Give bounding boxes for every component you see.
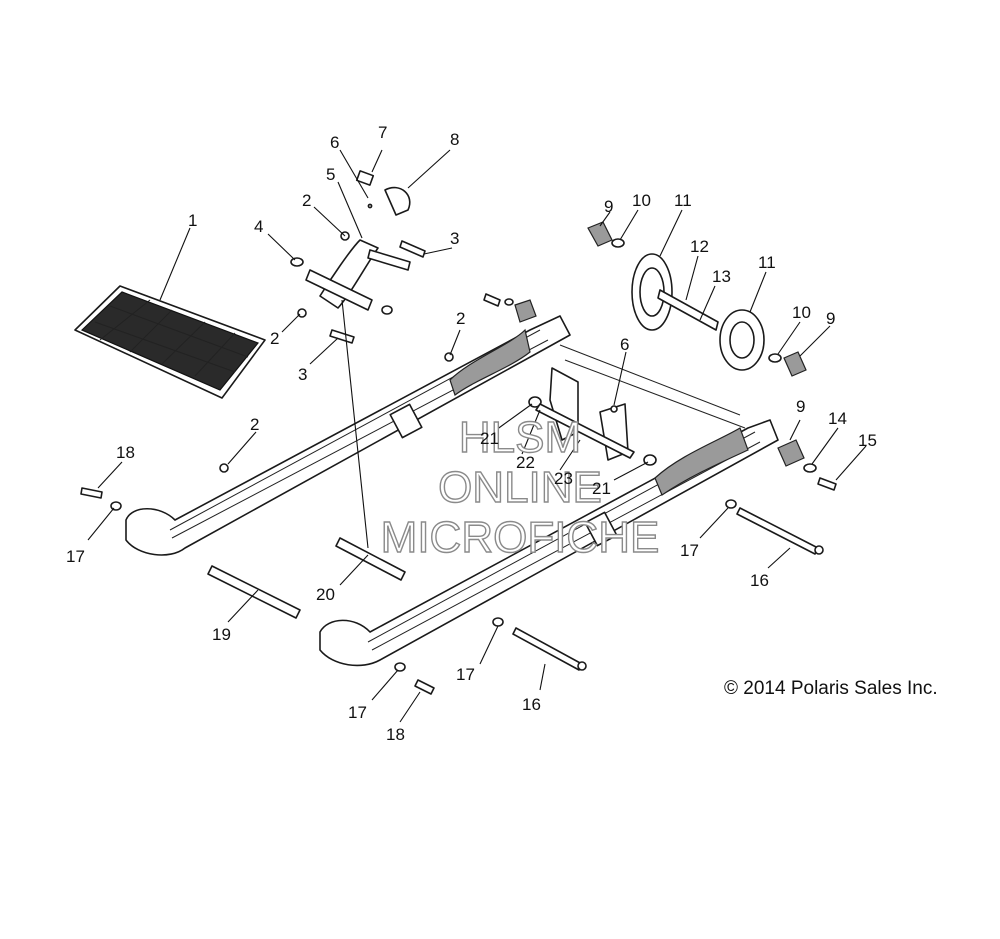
left-rail (125, 315, 571, 556)
callout-13: 13 (712, 267, 731, 286)
callout-17: 17 (348, 703, 367, 722)
callout-6: 6 (330, 133, 339, 152)
rear-axle-outline (559, 344, 746, 429)
callout-9: 9 (796, 397, 805, 416)
callout-2: 2 (456, 309, 465, 328)
callout-12: 12 (690, 237, 709, 256)
watermark-line-3: MICROFICHE (381, 513, 660, 562)
callout-14: 14 (828, 409, 847, 428)
center-linkage (219, 170, 454, 473)
copyright-notice: © 2014 Polaris Sales Inc. (724, 678, 938, 699)
part-19-cross-tube (207, 565, 301, 619)
rear-wheel-assembly (483, 221, 837, 491)
callout-8: 8 (450, 130, 459, 149)
callout-1: 1 (188, 211, 197, 230)
callout-20: 20 (316, 585, 335, 604)
callout-19: 19 (212, 625, 231, 644)
callout-10: 10 (632, 191, 651, 210)
callout-2: 2 (270, 329, 279, 348)
callout-6: 6 (620, 335, 629, 354)
leader-lines (87, 149, 867, 723)
part-16-bolts (512, 507, 824, 671)
callout-11: 11 (758, 253, 776, 272)
callout-18: 18 (386, 725, 405, 744)
right-rail (319, 419, 779, 667)
callout-2: 2 (250, 415, 259, 434)
callout-16: 16 (522, 695, 541, 714)
part-20-shaft (335, 537, 406, 581)
callout-21: 21 (480, 429, 499, 448)
callout-5: 5 (326, 165, 335, 184)
callout-7: 7 (378, 123, 387, 142)
callout-23: 23 (554, 469, 573, 488)
callout-3: 3 (450, 229, 459, 248)
callout-9: 9 (604, 197, 613, 216)
watermark-line-1: HLSM (459, 413, 581, 462)
part-18-bolts (80, 487, 435, 695)
callout-22: 22 (516, 453, 535, 472)
callout-10: 10 (792, 303, 811, 322)
callout-3: 3 (298, 365, 307, 384)
callout-17: 17 (66, 547, 85, 566)
callout-15: 15 (858, 431, 877, 450)
watermark: HLSM ONLINE MICROFICHE (380, 412, 660, 562)
watermark-line-2: ONLINE (438, 463, 602, 512)
callout-21: 21 (592, 479, 611, 498)
callout-4: 4 (254, 217, 263, 236)
callout-9: 9 (826, 309, 835, 328)
parts-21-23 (528, 367, 657, 466)
callout-labels: 1 2 2 2 2 3 3 4 5 6 6 7 8 9 9 9 10 10 11… (66, 123, 877, 744)
callout-11: 11 (674, 191, 692, 210)
callout-2: 2 (302, 191, 311, 210)
callout-18: 18 (116, 443, 135, 462)
callout-16: 16 (750, 571, 769, 590)
callout-17: 17 (456, 665, 475, 684)
part-1-bumper-block (74, 285, 266, 399)
callout-17: 17 (680, 541, 699, 560)
